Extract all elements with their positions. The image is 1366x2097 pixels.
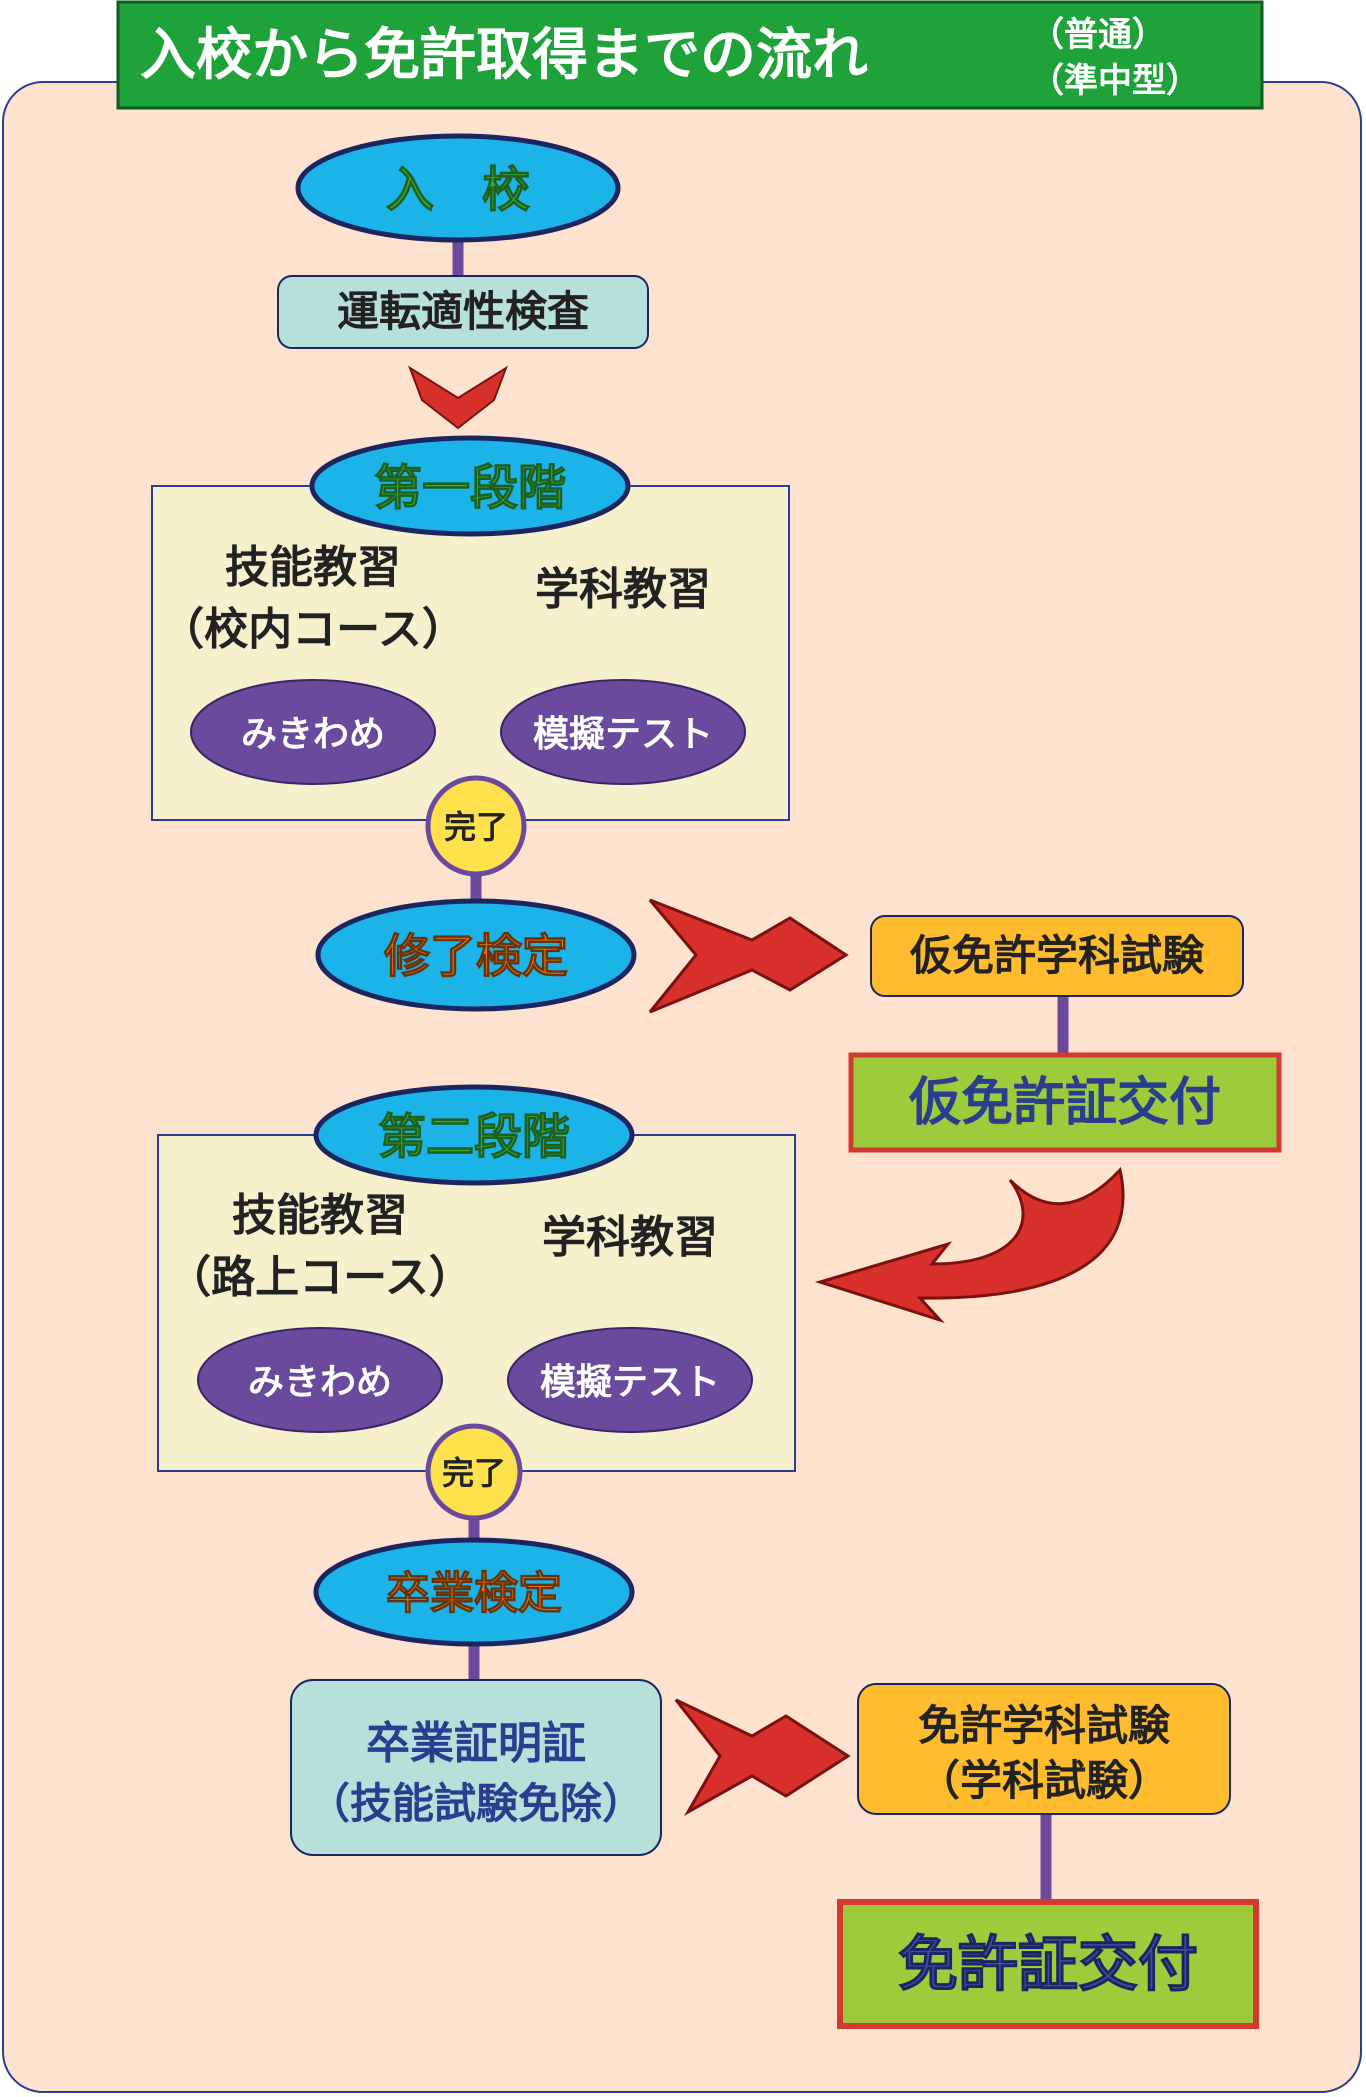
enroll-node	[295, 133, 621, 243]
provisional-test-box	[870, 915, 1244, 997]
stage2-skill-check-node	[197, 1327, 443, 1433]
stage1-academic-label: 学科教習	[535, 564, 711, 615]
title-text: 入校から免許取得までの流れ	[140, 23, 868, 88]
stage2-skill-line2: （路上コース）	[167, 1252, 473, 1303]
stage2-skill-check-label: みきわめ	[248, 1362, 392, 1403]
stage2-academic-label: 学科教習	[542, 1212, 718, 1263]
curved-arrow-icon	[814, 1166, 1125, 1324]
provisional-issue-box	[848, 1052, 1282, 1153]
stage2-mock-test-node	[507, 1327, 753, 1433]
license-test-box	[857, 1683, 1231, 1815]
stage2-skill-line1: 技能教習	[232, 1190, 408, 1241]
stage1-skill-check-label: みきわめ	[241, 714, 385, 755]
stage1-mock-test-label: 模擬テスト	[533, 714, 713, 755]
certificate-line2: （技能試験免除）	[308, 1779, 644, 1828]
stage1-skill-line1: 技能教習	[225, 542, 401, 593]
license-issue-box	[837, 1899, 1259, 2029]
license-test-line2: （学科試験）	[918, 1756, 1170, 1805]
graduation-exam-node	[313, 1537, 635, 1647]
stage1-skill-check-node	[190, 679, 436, 785]
right-arrow-icon	[648, 898, 849, 1014]
stage1-skill-line2: （校内コース）	[160, 604, 466, 655]
stage1-label: 第一段階	[374, 460, 566, 516]
title-banner	[116, 0, 1264, 110]
license-test-line1: 免許学科試験	[918, 1701, 1171, 1750]
right-arrow-2-icon	[674, 1698, 851, 1816]
enroll-label: 入 校	[386, 162, 530, 218]
title-sub-line2: （準中型）	[1030, 61, 1200, 101]
midterm-exam-node	[315, 898, 637, 1012]
certificate-box	[290, 1679, 662, 1856]
stage2-complete-badge	[425, 1423, 523, 1521]
stage1-complete-label: 完了	[444, 808, 508, 846]
stage1-complete-badge	[425, 775, 527, 877]
down-arrow-icon	[408, 365, 508, 430]
aptitude-test-label: 運転適性検査	[337, 287, 589, 336]
stage2-mock-test-label: 模擬テスト	[540, 1362, 720, 1403]
provisional-test-label: 仮免許学科試験	[909, 931, 1205, 980]
stage2-header	[313, 1084, 635, 1186]
license-issue-label: 免許証交付	[898, 1930, 1198, 2000]
title-sub-line1: （普通）	[1030, 15, 1166, 55]
stage1-header	[309, 435, 631, 537]
aptitude-test-box	[277, 275, 649, 349]
certificate-line1: 卒業証明証	[366, 1718, 586, 1769]
midterm-exam-label: 修了検定	[384, 929, 568, 983]
graduation-exam-label: 卒業検定	[386, 1568, 562, 1619]
stage1-mock-test-node	[500, 679, 746, 785]
stage2-label: 第二段階	[378, 1109, 570, 1165]
stage2-complete-label: 完了	[442, 1454, 506, 1492]
provisional-issue-label: 仮免許証交付	[908, 1073, 1221, 1133]
